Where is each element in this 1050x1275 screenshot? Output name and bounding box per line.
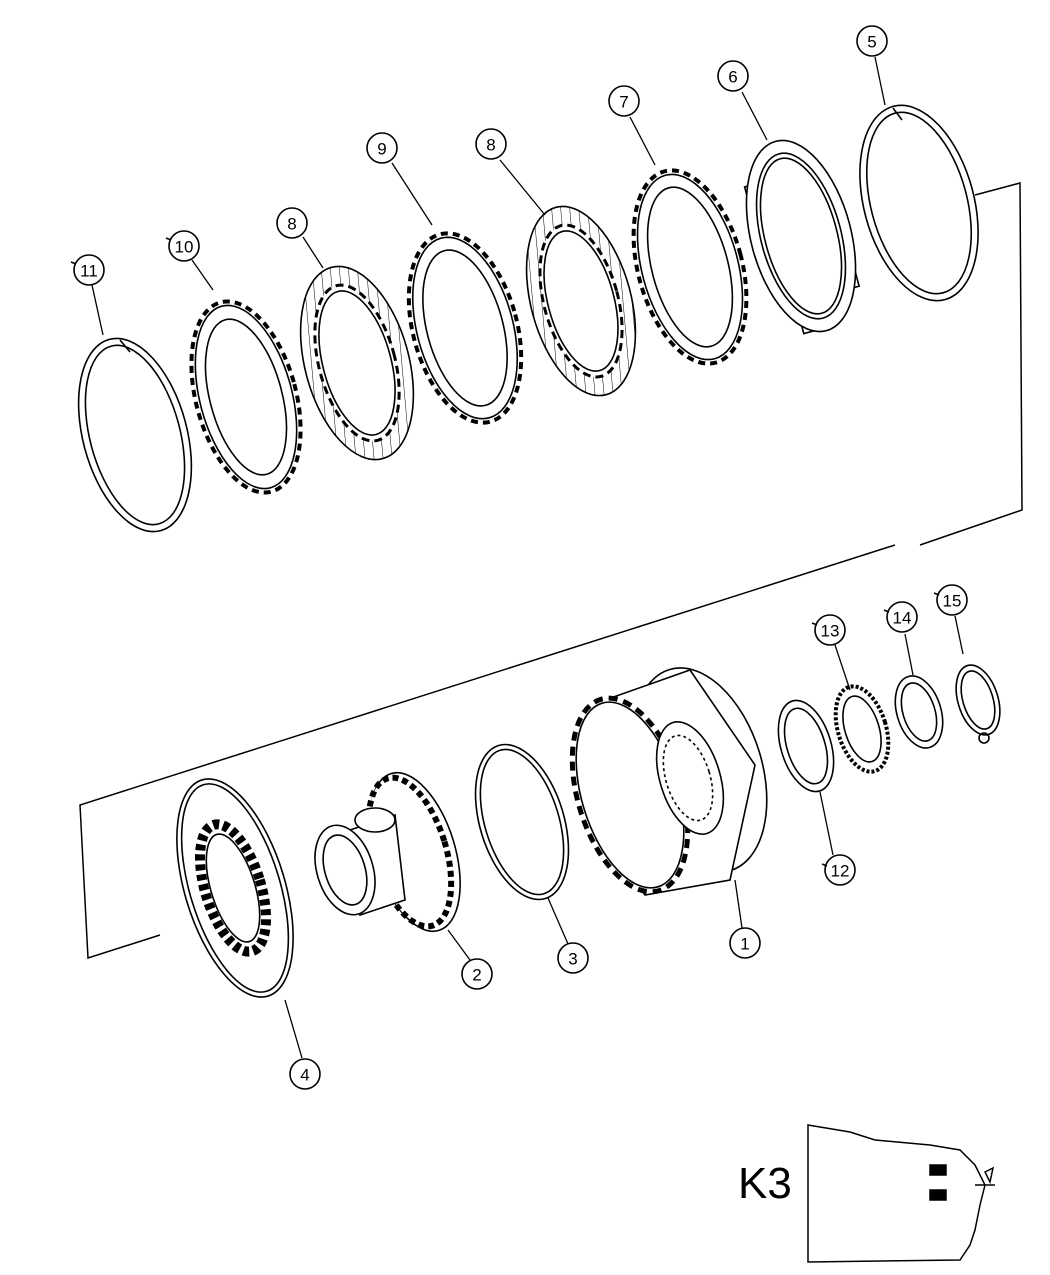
callout-14: 14 (893, 609, 912, 628)
part-10-steel-plate (189, 299, 303, 495)
callout-1: 1 (740, 935, 749, 954)
part-3-sealing-ring (474, 743, 570, 901)
part-11-snap-ring (77, 337, 193, 533)
callout-13: 13 (821, 622, 840, 641)
part-5-snap-ring (859, 104, 979, 302)
callout-11: 11 (80, 262, 98, 281)
callout-5: 5 (867, 33, 876, 52)
lower-panel-outline (79, 544, 896, 960)
callout-3: 3 (568, 950, 577, 969)
part-12-washer (777, 699, 835, 793)
leader-lines (91, 56, 964, 1059)
callout-9: 9 (377, 140, 386, 159)
callout-12: 12 (831, 862, 850, 881)
section-label: K3 (738, 1159, 792, 1208)
callout-15: 15 (943, 592, 962, 611)
callout-8-left: 8 (287, 215, 296, 234)
part-13-thrust-bearing (833, 684, 891, 774)
callout-7: 7 (619, 93, 628, 112)
part-7-steel-plate (631, 168, 749, 366)
part-8-friction-disc-left (299, 265, 415, 461)
callout-2: 2 (472, 966, 481, 985)
part-15-circlip (955, 664, 1001, 744)
part-1-clutch-drum (569, 667, 768, 896)
callout-circles (73, 25, 968, 1090)
upper-panel-outline (919, 182, 1023, 546)
transmission-locator-icon (807, 1124, 995, 1263)
part-6-pressure-plate (743, 139, 861, 335)
part-4-spring-disc (176, 778, 294, 998)
callout-ticks (70, 237, 940, 867)
callout-8-right: 8 (486, 136, 495, 155)
callout-6: 6 (728, 68, 737, 87)
part-9-steel-plate (406, 231, 524, 425)
callout-10: 10 (175, 238, 194, 257)
callout-4: 4 (300, 1066, 309, 1085)
part-8-friction-disc-right (525, 205, 637, 397)
part-2-clutch-hub (314, 771, 461, 933)
part-14-thrust-washer (894, 675, 944, 749)
